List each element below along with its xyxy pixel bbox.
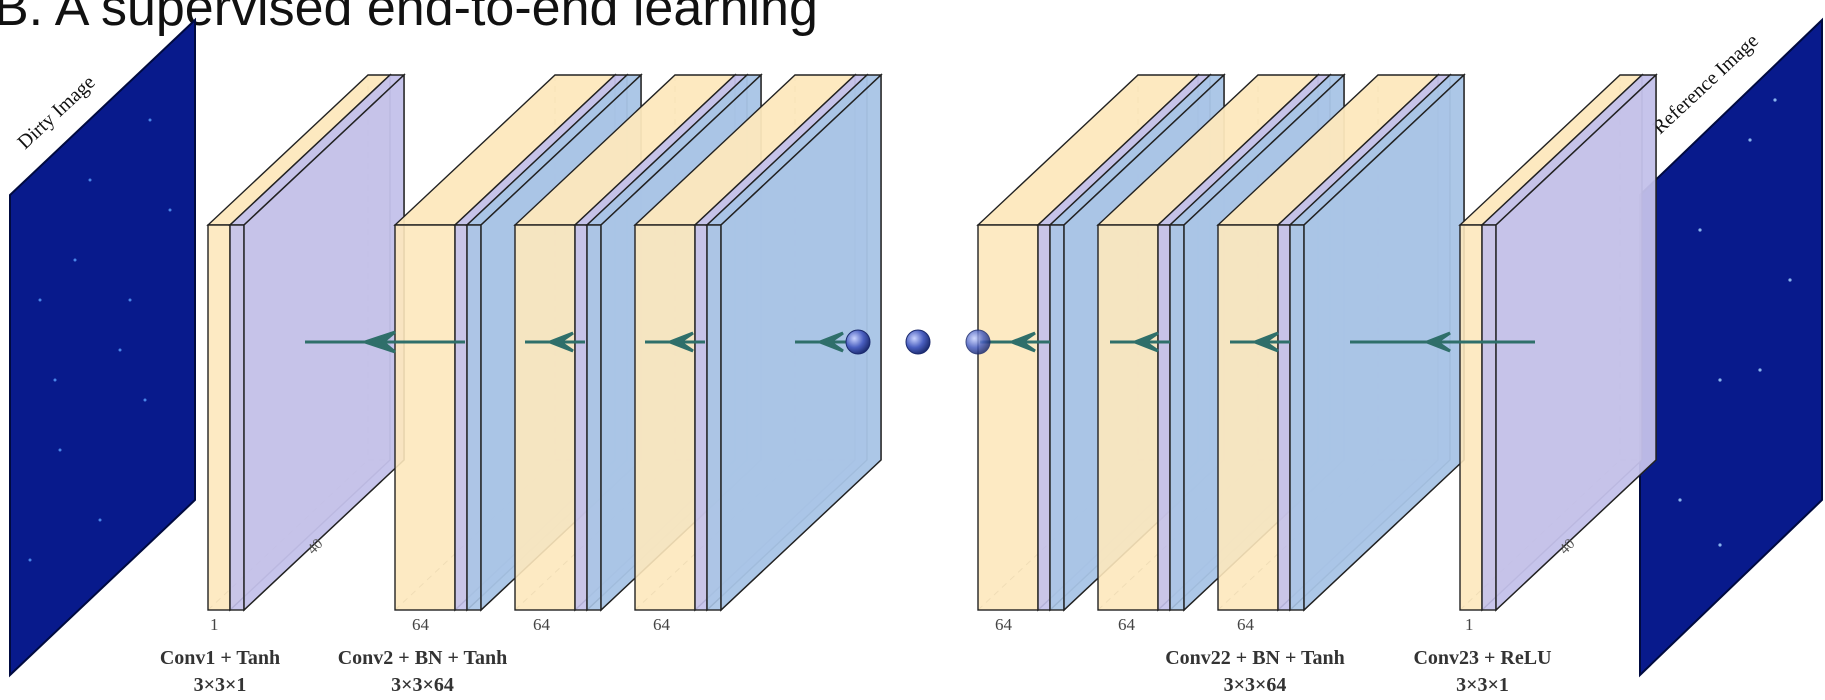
channel-labels: 1 64 64 64 64 64 64 1 — [210, 615, 1474, 634]
channel-label-1: 1 — [210, 615, 219, 634]
channel-label-4: 64 — [653, 615, 671, 634]
sphere-1 — [845, 329, 871, 355]
block-conv23-plane — [1495, 73, 1657, 612]
dirty-image: Dirty Image — [9, 17, 196, 678]
connection-arrows — [305, 330, 1535, 354]
channel-label-2: 64 — [412, 615, 430, 634]
ellipsis-spheres — [845, 329, 991, 355]
sphere-2 — [905, 329, 931, 355]
layer-label-conv22: Conv22 + BN + Tanh 3×3×64 — [1140, 645, 1370, 699]
reference-image: Reference Image — [1639, 17, 1823, 678]
diagram-title: B. A supervised end-to-end learning — [0, 0, 818, 37]
layer-name: Conv2 + BN + Tanh — [337, 647, 508, 669]
layer-name: Conv23 + ReLU — [1413, 647, 1552, 669]
layer-label-conv2: Conv2 + BN + Tanh 3×3×64 — [315, 645, 530, 699]
channel-label-7: 64 — [1237, 615, 1255, 634]
layer-kernel: 3×3×64 — [1223, 674, 1287, 696]
channel-label-5: 64 — [995, 615, 1013, 634]
channel-label-6: 64 — [1118, 615, 1136, 634]
channel-label-3: 64 — [533, 615, 551, 634]
layer-kernel: 3×3×1 — [193, 674, 247, 696]
feature-map-blocks — [206, 73, 1658, 612]
layer-name: Conv1 + Tanh — [159, 647, 281, 669]
layer-kernel: 3×3×1 — [1456, 674, 1509, 696]
layer-name: Conv22 + BN + Tanh — [1165, 647, 1345, 669]
channel-label-8: 1 — [1465, 615, 1474, 634]
layer-label-conv1: Conv1 + Tanh 3×3×1 — [140, 645, 300, 699]
sphere-3 — [965, 329, 991, 355]
layer-label-conv23: Conv23 + ReLU 3×3×1 — [1395, 645, 1570, 699]
layer-kernel: 3×3×64 — [391, 674, 454, 696]
